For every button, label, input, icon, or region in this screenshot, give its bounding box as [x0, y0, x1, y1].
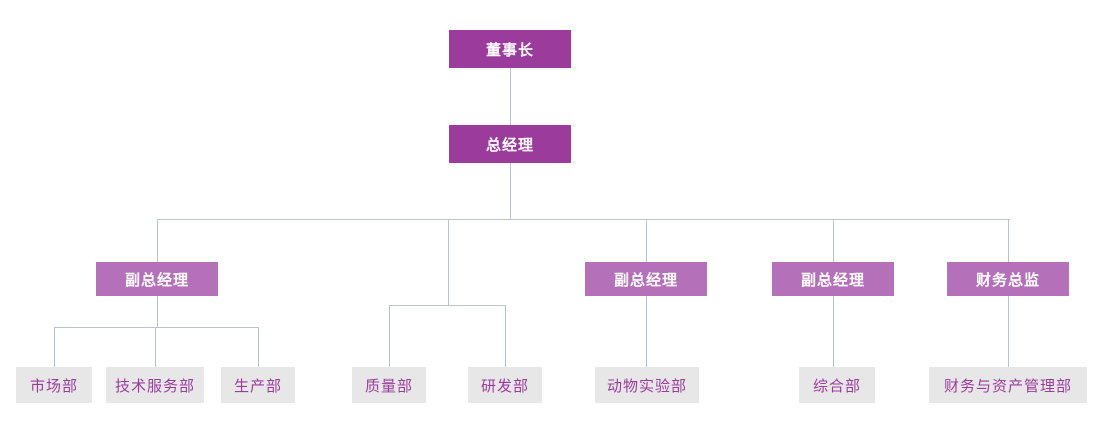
org-node-rd-dept: 研发部: [468, 367, 542, 403]
org-node-finance-asset-dept: 财务与资产管理部: [929, 367, 1087, 403]
connector-drop-deputy-gm-2: [646, 219, 647, 262]
connector-drop-production: [258, 327, 259, 367]
connector-drop-marketing: [54, 327, 55, 367]
org-node-quality-dept: 质量部: [352, 367, 426, 403]
connector-drop-rd: [505, 305, 506, 367]
connector-gm-stem: [510, 163, 511, 219]
connector-drop-animal-lab: [646, 296, 647, 367]
connector-deputy-gm-1-stem: [157, 296, 158, 327]
connector-drop-finance-asset: [1008, 296, 1009, 367]
org-node-production-dept: 生产部: [221, 367, 295, 403]
connector-drop-quality: [389, 305, 390, 367]
org-node-general-affairs-dept: 综合部: [799, 367, 875, 403]
org-node-deputy-gm-2: 副总经理: [585, 262, 707, 296]
connector-gm-children-rail: [157, 219, 1010, 220]
org-node-marketing-dept: 市场部: [16, 367, 92, 403]
connector-boxless-rail: [389, 305, 505, 306]
org-node-deputy-gm-1: 副总经理: [96, 262, 218, 296]
connector-deputy-gm-1-rail: [54, 327, 258, 328]
connector-drop-general-affairs: [833, 296, 834, 367]
org-node-animal-lab-dept: 动物实验部: [595, 367, 699, 403]
org-node-finance-director: 财务总监: [947, 262, 1069, 296]
connector-drop-tech-service: [155, 327, 156, 367]
connector-chairman-to-gm: [510, 68, 511, 125]
org-node-deputy-gm-3: 副总经理: [772, 262, 894, 296]
connector-drop-finance-director: [1008, 219, 1009, 262]
connector-drop-deputy-gm-3: [833, 219, 834, 262]
org-node-general-manager: 总经理: [449, 125, 571, 163]
org-node-chairman: 董事长: [449, 30, 571, 68]
connector-drop-boxless-branch: [448, 219, 449, 305]
connector-drop-deputy-gm-1: [157, 219, 158, 262]
org-node-tech-service-dept: 技术服务部: [106, 367, 204, 403]
